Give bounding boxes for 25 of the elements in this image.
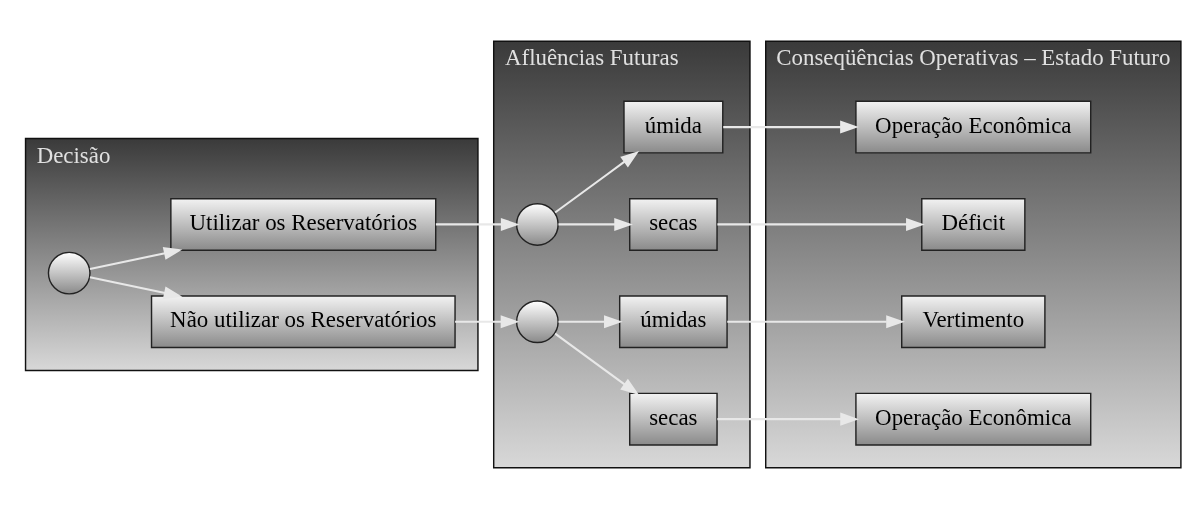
arrow	[554, 332, 640, 395]
arrow	[723, 120, 859, 134]
arrow	[717, 412, 859, 426]
arrow	[89, 246, 183, 270]
node-box: Vertimento	[901, 294, 1046, 348]
node-circle	[515, 202, 559, 246]
arrow	[717, 217, 925, 231]
node-box: Utilizar os Reservatórios	[170, 197, 437, 251]
arrow	[435, 217, 520, 231]
arrow	[554, 150, 640, 213]
node-box: secas	[629, 197, 718, 251]
node-box: úmidas	[618, 294, 728, 348]
arrow	[89, 275, 183, 299]
node-circle	[515, 299, 559, 343]
node-box: úmida	[623, 100, 724, 154]
node-box: Não utilizar os Reservatórios	[150, 294, 456, 348]
arrow	[558, 217, 633, 231]
node-box: Operação Econômica	[855, 392, 1092, 446]
arrow	[558, 314, 623, 328]
arrow	[455, 314, 520, 328]
node-box: Operação Econômica	[855, 100, 1092, 154]
node-circle	[47, 251, 91, 295]
node-box: secas	[629, 392, 718, 446]
node-box: Déficit	[921, 197, 1026, 251]
arrow	[727, 314, 905, 328]
